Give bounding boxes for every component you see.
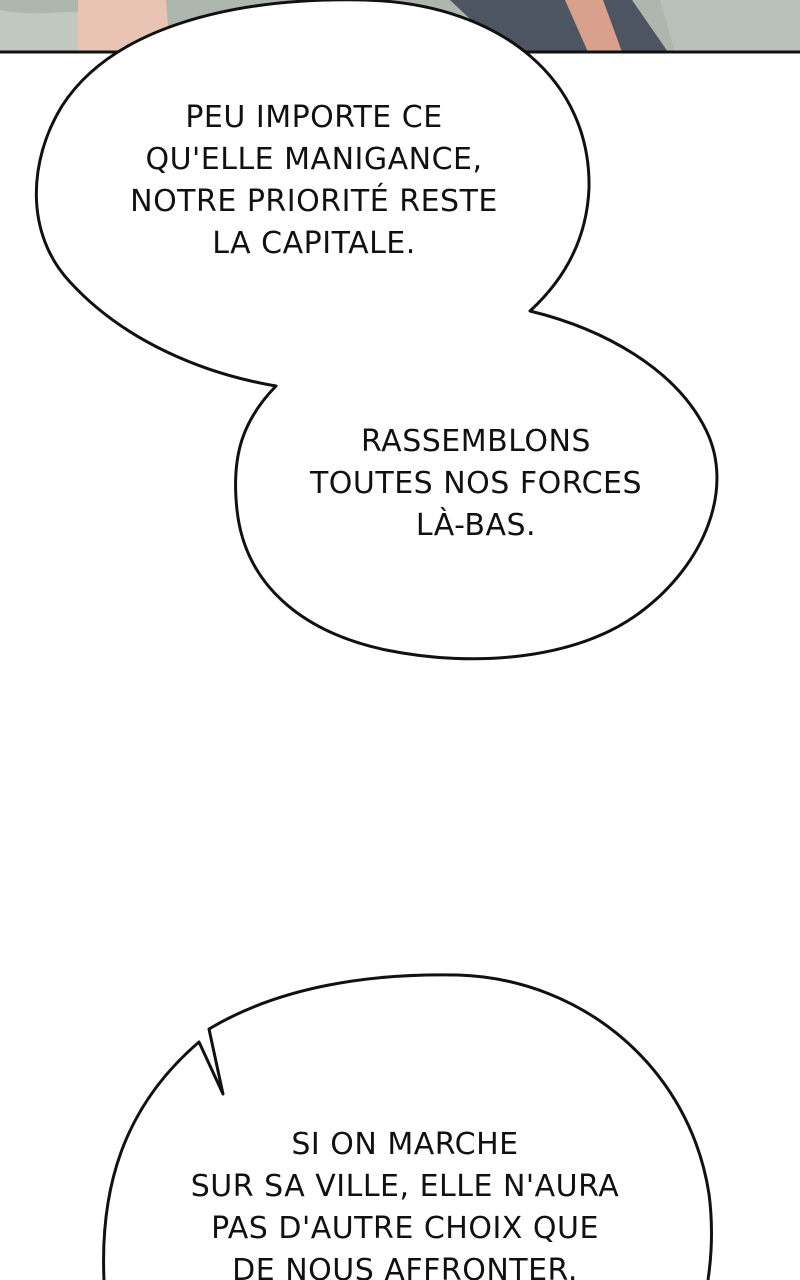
top-panel-right-texture	[660, 0, 800, 52]
bubble-2-line-1: RASSEMBLONS	[361, 424, 591, 459]
top-panel-pink-strap	[565, 0, 622, 52]
bubble-3-line-4: DE NOUS AFFRONTER.	[232, 1253, 578, 1280]
bubble-1-line-1: PEU IMPORTE CE	[185, 100, 443, 135]
speech-bubble-group-bottom	[102, 973, 714, 1280]
bubble-3-line-2: SUR SA VILLE, ELLE N'AURA	[190, 1169, 620, 1204]
bubble-2-line-3: LÀ-BAS.	[415, 508, 537, 543]
speech-bubble-1	[34, 0, 719, 661]
speech-bubble-text-2: RASSEMBLONS TOUTES NOS FORCES LÀ-BAS.	[276, 421, 676, 547]
bubble-1-line-4: LA CAPITALE.	[212, 226, 416, 261]
speech-bubble-group-top	[34, 0, 719, 661]
bubble-3-line-1: SI ON MARCHE	[291, 1127, 519, 1162]
bubble-1-line-2: QU'ELLE MANIGANCE,	[145, 142, 483, 177]
bubble-2-line-2: TOUTES NOS FORCES	[309, 466, 643, 501]
speech-bubble-text-1: PEU IMPORTE CE QU'ELLE MANIGANCE, NOTRE …	[114, 97, 514, 265]
bubble-1-line-3: NOTRE PRIORITÉ RESTE	[130, 184, 498, 219]
speech-bubble-3	[102, 973, 714, 1280]
speech-bubble-text-3: SI ON MARCHE SUR SA VILLE, ELLE N'AURA P…	[180, 1124, 630, 1280]
bubble-3-line-3: PAS D'AUTRE CHOIX QUE	[211, 1211, 599, 1246]
